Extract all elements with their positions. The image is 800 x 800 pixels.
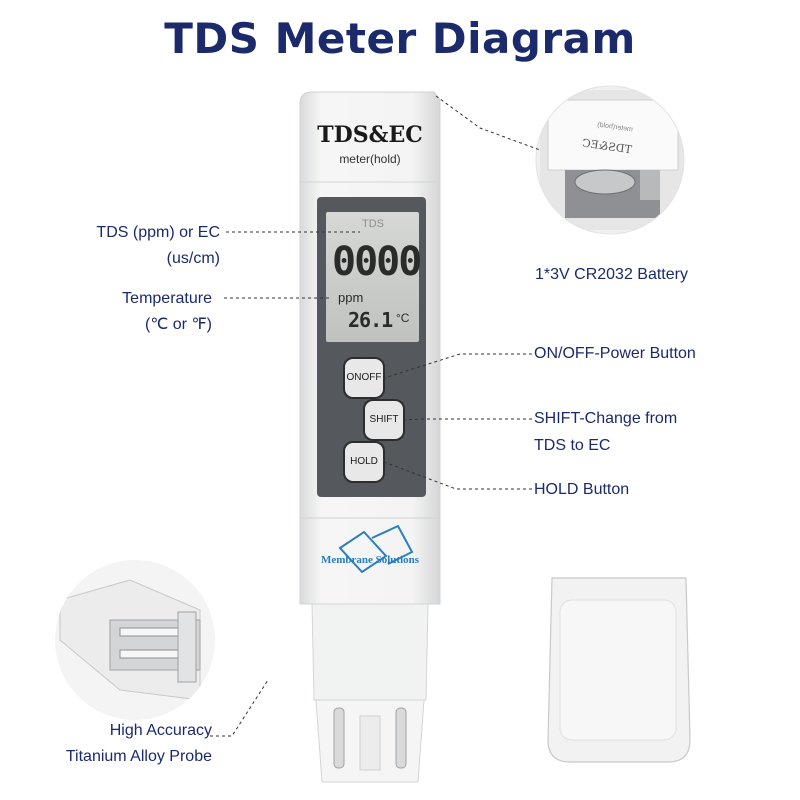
- probe-inset: [55, 560, 215, 720]
- logo-icon: [338, 524, 414, 574]
- probe-label-line1: High Accuracy: [109, 722, 212, 739]
- lcd-reading: 0000: [332, 239, 422, 285]
- temperature-label-line1: Temperature: [122, 290, 212, 307]
- onoff-button-label[interactable]: ONOFF: [346, 372, 382, 383]
- probe-label: High Accuracy Titanium Alloy Probe: [20, 720, 212, 768]
- diagram-title: TDS Meter Diagram: [164, 14, 636, 63]
- lcd-unit: ppm: [338, 290, 364, 305]
- hold-button-label[interactable]: HOLD: [350, 456, 378, 467]
- tds-label-line2: (us/cm): [166, 250, 220, 267]
- lcd-temp-unit: °C: [396, 311, 410, 325]
- battery-label: 1*3V CR2032 Battery: [535, 266, 688, 283]
- temperature-label-line2: (℃ or ℉): [145, 316, 212, 333]
- meter-cap: [299, 91, 441, 183]
- power-button-label: ON/OFF-Power Button: [534, 345, 696, 362]
- lcd-screen: [326, 212, 419, 342]
- lcd-mode: TDS: [362, 218, 384, 230]
- meter-brand: TDS&EC: [317, 122, 423, 148]
- probe-housing: [311, 603, 429, 701]
- temperature-label: Temperature (℃ or ℉): [40, 288, 212, 336]
- battery-inset: [536, 86, 684, 234]
- logo-text: Membrane Solutions: [320, 554, 420, 566]
- tds-label: TDS (ppm) or EC (us/cm): [40, 222, 220, 270]
- shift-label-line2: TDS to EC: [534, 437, 611, 454]
- shift-button-label[interactable]: SHIFT: [369, 414, 399, 425]
- hold-button-callout: HOLD Button: [534, 481, 630, 498]
- meter-lower-body: [299, 517, 441, 605]
- shift-label-line1: SHIFT-Change from: [534, 410, 678, 427]
- tds-label-line1: TDS (ppm) or EC: [96, 224, 220, 241]
- meter-subtitle: meter(hold): [339, 152, 401, 166]
- lcd-temp: 26.1: [348, 308, 393, 332]
- shift-label: SHIFT-Change from TDS to EC: [534, 408, 784, 457]
- leader-lines: [210, 95, 541, 737]
- probe-label-line2: Titanium Alloy Probe: [65, 748, 212, 765]
